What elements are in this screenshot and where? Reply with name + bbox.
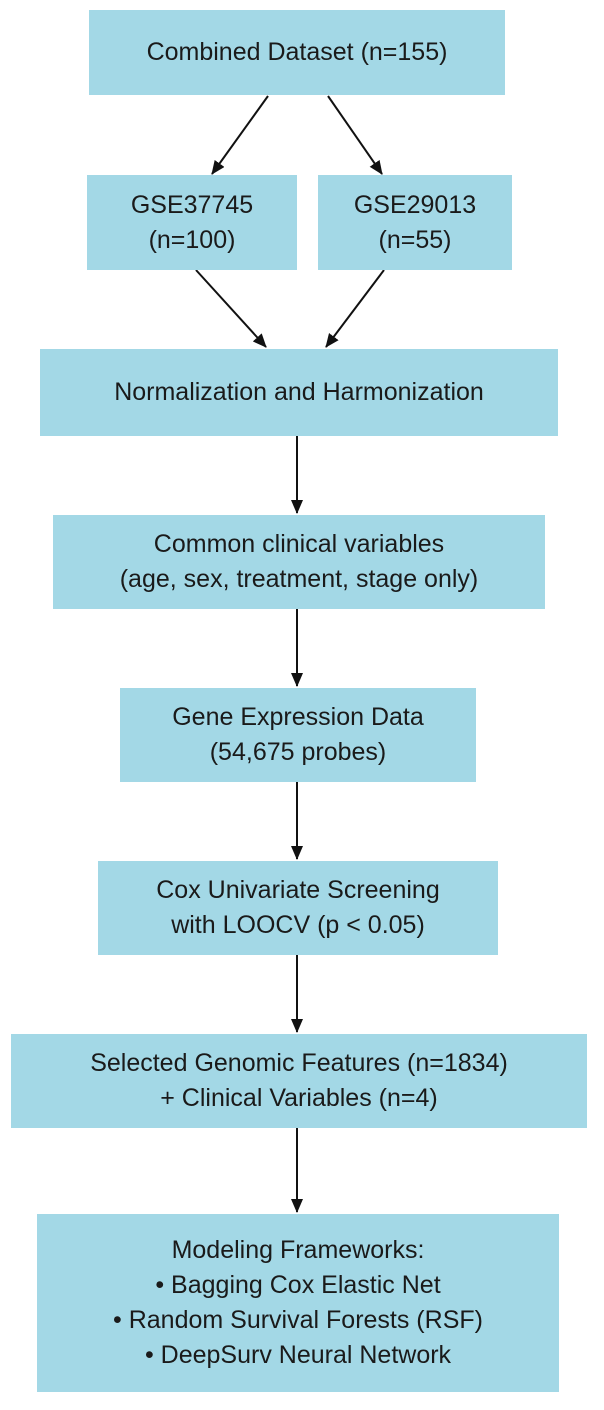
gse29013-node: GSE29013 (n=55) [318,175,512,270]
node-line: GSE37745 [130,190,254,219]
node-line: (n=100) [148,225,236,254]
node-line: Selected Genomic Features (n=1834) [90,1049,508,1077]
node-line: (54,675 probes) [209,738,387,766]
node-line: Gene Expression Data [172,703,424,731]
node-line: (n=55) [378,225,452,254]
arrow-combined-to-gse37745 [211,95,269,175]
node-line: • DeepSurv Neural Network [144,1341,452,1369]
node-line: • Bagging Cox Elastic Net [155,1271,441,1299]
gene-expression-node: Gene Expression Data (54,675 probes) [120,688,476,782]
normalization-node: Normalization and Harmonization [40,349,558,436]
combined-dataset-node: Combined Dataset (n=155) [89,10,505,95]
node-line: GSE29013 [353,190,477,219]
gse37745-node: GSE37745 (n=100) [87,175,297,270]
arrow-gse37745-to-normalization [195,269,267,348]
clinical-variables-node: Common clinical variables (age, sex, tre… [53,515,545,609]
node-line: Cox Univariate Screening [156,876,440,904]
node-line: + Clinical Variables (n=4) [160,1084,438,1112]
selected-features-node: Selected Genomic Features (n=1834) + Cli… [11,1034,587,1128]
node-line: with LOOCV (p < 0.05) [171,911,425,939]
cox-screening-node: Cox Univariate Screening with LOOCV (p <… [98,861,498,955]
modeling-frameworks-node: Modeling Frameworks: • Bagging Cox Elast… [37,1214,559,1392]
node-line: Common clinical variables [153,530,445,558]
node-line: Modeling Frameworks: [171,1236,425,1264]
arrow-combined-to-gse29013 [327,95,383,175]
node-line: Combined Dataset (n=155) [146,38,448,66]
node-line: • Random Survival Forests (RSF) [113,1306,483,1334]
node-line: Normalization and Harmonization [114,378,484,406]
arrow-gse29013-to-normalization [325,269,385,348]
node-line: (age, sex, treatment, stage only) [119,565,479,593]
